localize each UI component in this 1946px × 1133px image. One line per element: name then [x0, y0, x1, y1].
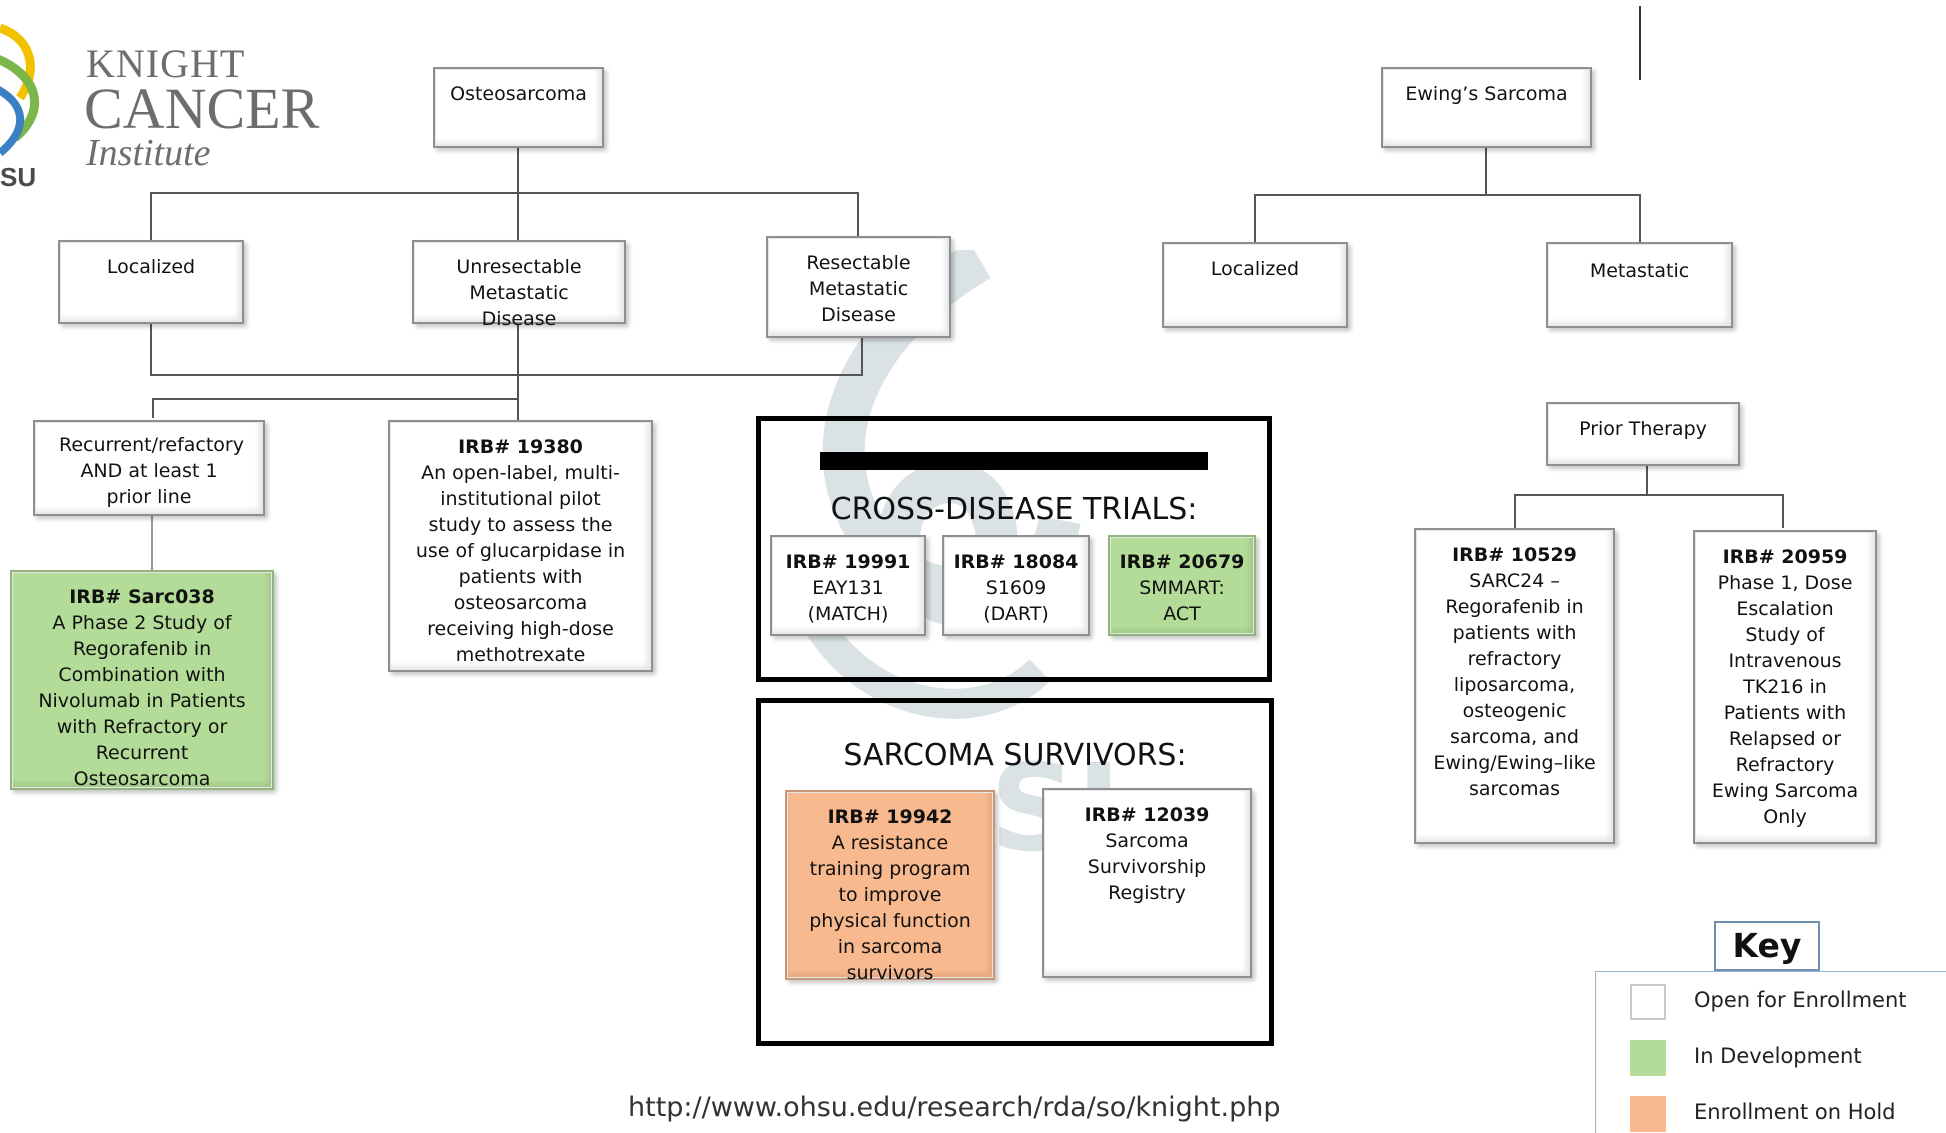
connector	[1254, 194, 1256, 242]
footer-url[interactable]: http://www.ohsu.edu/research/rda/so/knig…	[628, 1092, 1281, 1123]
connector	[150, 192, 859, 194]
connector	[150, 192, 152, 240]
connector	[151, 516, 153, 570]
trial-irb-12039[interactable]: IRB# 12039 Sarcoma Survivorship Registry	[1042, 788, 1252, 978]
connector	[1639, 6, 1641, 80]
key-swatch-open	[1630, 984, 1666, 1020]
trial-description: SMMART: ACT	[1139, 577, 1225, 625]
connector	[152, 398, 154, 418]
trial-description: EAY131 (MATCH)	[807, 577, 889, 625]
trial-description: A Phase 2 Study of Regorafenib in Combin…	[38, 612, 246, 790]
redaction-bar	[820, 452, 1208, 470]
trial-description: Sarcoma Survivorship Registry	[1087, 830, 1207, 904]
survivors-title: SARCOMA SURVIVORS:	[843, 738, 1187, 773]
connector	[1485, 148, 1487, 194]
connector	[150, 324, 152, 374]
trial-description: SARC24 – Regorafenib in patients with re…	[1433, 570, 1596, 800]
connector	[1639, 194, 1641, 242]
trial-irb: IRB# 20959	[1722, 546, 1848, 568]
connector	[517, 148, 519, 192]
trial-irb: IRB# 18084	[953, 551, 1079, 573]
osteosarcoma-node: Osteosarcoma	[433, 67, 604, 148]
trial-irb-20679[interactable]: IRB# 20679 SMMART: ACT	[1108, 535, 1256, 636]
connector	[1514, 494, 1516, 528]
logo-cancer: CANCER	[84, 76, 320, 141]
trial-irb-10529[interactable]: IRB# 10529 SARC24 – Regorafenib in patie…	[1414, 528, 1615, 844]
key-label-hold: Enrollment on Hold	[1694, 1100, 1896, 1124]
key-swatch-development	[1630, 1040, 1666, 1076]
trial-irb: IRB# 12039	[1084, 804, 1210, 826]
ewing-localized-node: Localized	[1162, 242, 1348, 328]
connector	[1254, 194, 1641, 196]
trial-irb: IRB# Sarc038	[69, 586, 215, 608]
knight-logo-icon	[0, 23, 40, 157]
logo-knight: KNIGHT	[86, 41, 246, 86]
ewing-metastatic-node: Metastatic	[1546, 242, 1733, 328]
connector	[857, 192, 859, 236]
trial-sarc038[interactable]: IRB# Sarc038 A Phase 2 Study of Regorafe…	[10, 570, 274, 790]
cross-disease-title: CROSS-DISEASE TRIALS:	[830, 492, 1198, 527]
ewing-sarcoma-node: Ewing’s Sarcoma	[1381, 67, 1592, 148]
trial-irb: IRB# 20679	[1119, 551, 1245, 573]
key-swatch-hold	[1630, 1096, 1666, 1132]
connector	[152, 398, 519, 400]
key-title: Key	[1714, 921, 1820, 971]
trial-description: A resistance training program to improve…	[809, 832, 971, 984]
prior-therapy-node: Prior Therapy	[1546, 402, 1740, 466]
connector	[1646, 466, 1648, 494]
trial-irb: IRB# 19942	[827, 806, 953, 828]
trial-irb-18084[interactable]: IRB# 18084 S1609 (DART)	[942, 535, 1090, 636]
connector	[1782, 494, 1784, 528]
connector	[861, 338, 863, 376]
cross-disease-frame	[756, 416, 1272, 682]
connector	[1514, 494, 1784, 496]
logo-ohsu-partial: SU	[0, 162, 37, 192]
logo-institute: Institute	[86, 132, 211, 174]
survivors-frame	[756, 698, 1274, 1046]
trial-description: S1609 (DART)	[983, 577, 1049, 625]
trial-description: An open-label, multi-institutional pilot…	[415, 462, 626, 666]
osteo-localized-node: Localized	[58, 240, 244, 324]
connector	[517, 398, 519, 420]
trial-irb-19991[interactable]: IRB# 19991 EAY131 (MATCH)	[770, 535, 926, 636]
trial-irb-19942[interactable]: IRB# 19942 A resistance training program…	[785, 790, 995, 984]
trial-irb: IRB# 19991	[785, 551, 911, 573]
key-label-open: Open for Enrollment	[1694, 988, 1907, 1012]
trial-irb-20959[interactable]: IRB# 20959 Phase 1, Dose Escalation Stud…	[1693, 530, 1877, 844]
trial-description: Phase 1, Dose Escalation Study of Intrav…	[1711, 572, 1859, 828]
osteo-resectable-node: Resectable Metastatic Disease	[766, 236, 951, 338]
osteo-recurrent-node: Recurrent/refactory AND at least 1 prior…	[33, 420, 265, 516]
trial-irb: IRB# 10529	[1452, 544, 1577, 566]
key-panel: Open for Enrollment In Development Enrol…	[1595, 971, 1946, 1133]
trial-irb-19380[interactable]: IRB# 19380 An open-label, multi-institut…	[388, 420, 653, 672]
trial-irb: IRB# 19380	[458, 436, 583, 458]
connector	[517, 324, 519, 420]
connector	[150, 374, 863, 376]
connector	[517, 192, 519, 240]
key-label-development: In Development	[1694, 1044, 1862, 1068]
osteo-unresectable-node: Unresectable Metastatic Disease	[412, 240, 626, 330]
